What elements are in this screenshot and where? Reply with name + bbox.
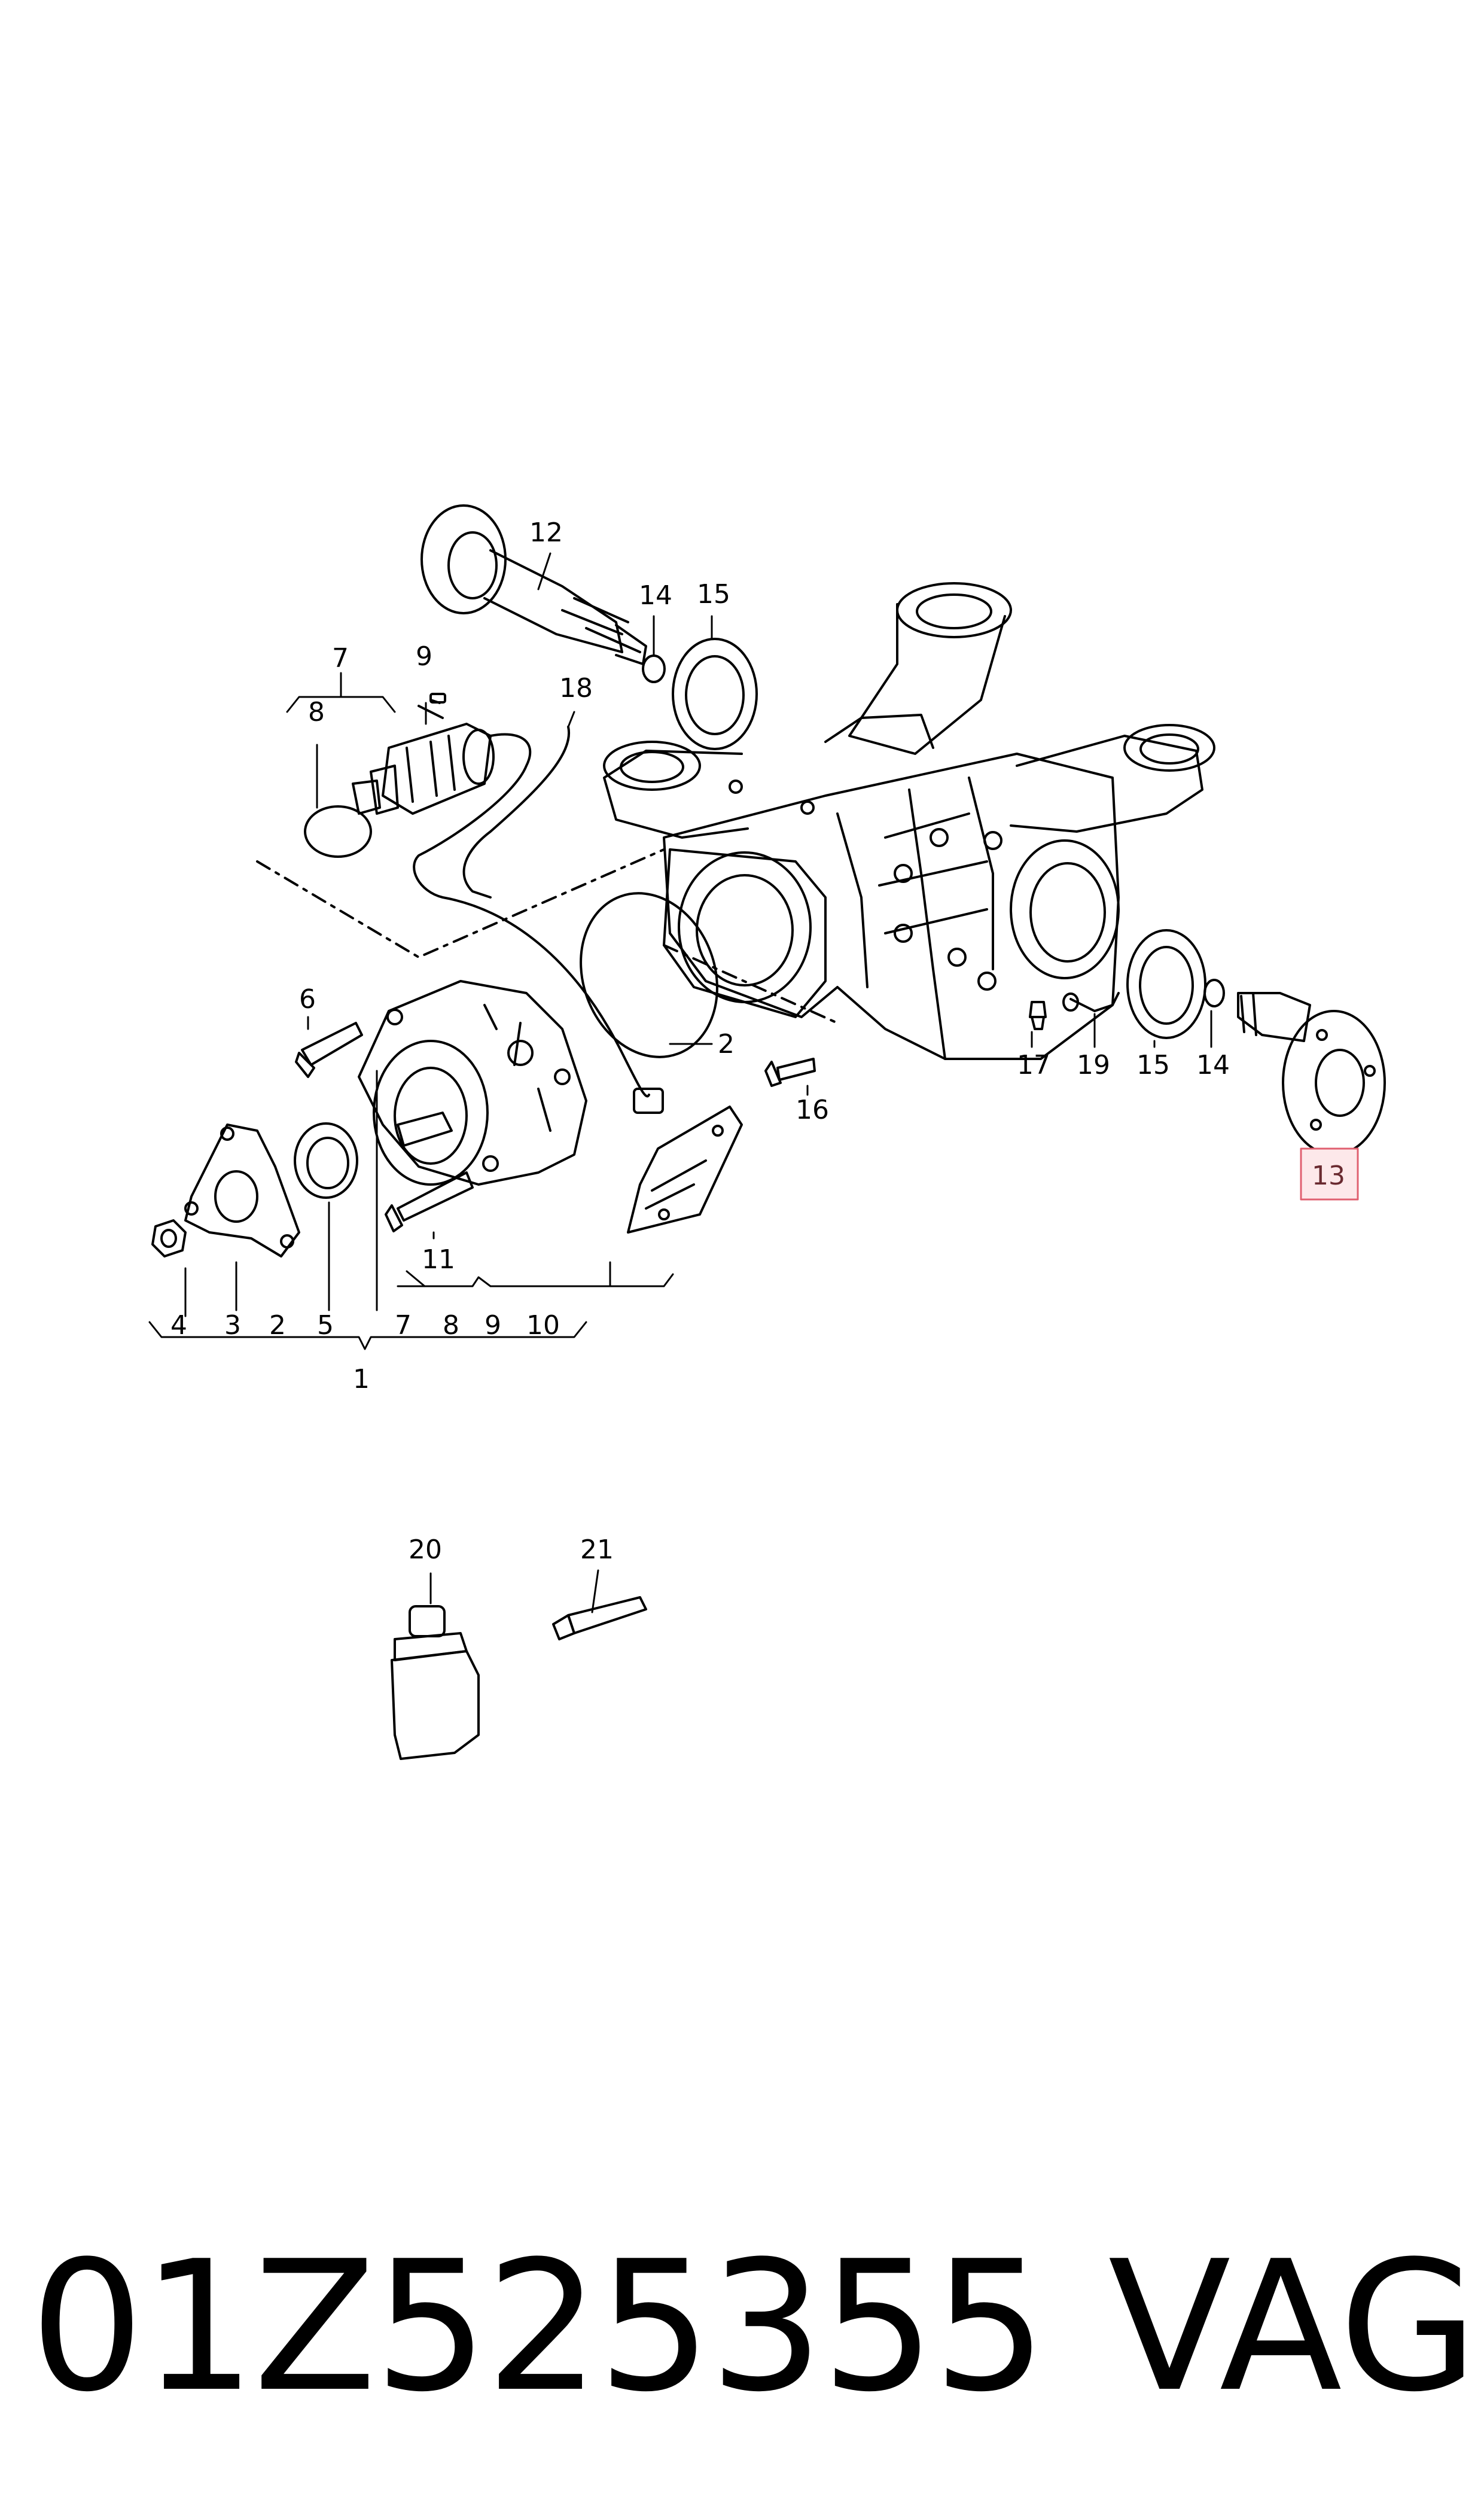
- breather-19: [1062, 992, 1120, 1012]
- callout-19: 19: [1077, 1050, 1110, 1080]
- gasket-2: [580, 892, 718, 1058]
- callout-7-top: 7: [332, 643, 349, 674]
- flange-3: [184, 1123, 300, 1258]
- highlight-box-13: [1300, 1147, 1359, 1201]
- callout-17: 17: [1017, 1050, 1050, 1080]
- callout-1: 1: [353, 1364, 370, 1395]
- bolt-16: [764, 1058, 816, 1087]
- drive-flange-left: [420, 504, 647, 665]
- leader-lines: [148, 552, 1332, 1613]
- callout-21: 21: [580, 1534, 614, 1565]
- footer: 01Z525355 VAG: [0, 2213, 1484, 2441]
- callout-4: 4: [170, 1310, 187, 1341]
- callout-labels: 12 14 15 7 9 18 8 6 2 17 19 15 14 16 13 …: [170, 517, 1345, 1565]
- part-number: 01Z525355: [30, 2222, 1047, 2431]
- circlip-right: [1203, 979, 1225, 1007]
- oil-seal-left: [672, 638, 758, 750]
- callout-14-left: 14: [639, 580, 672, 611]
- o-ring-8: [304, 805, 372, 858]
- callout-2-right: 2: [718, 1029, 735, 1059]
- callout-11: 11: [422, 1244, 455, 1275]
- differential-housing: [603, 582, 1215, 1060]
- callout-18: 18: [559, 673, 593, 704]
- callout-3: 3: [224, 1310, 241, 1341]
- nut-4: [151, 1219, 187, 1258]
- assembly-dashed-lines: [256, 848, 839, 1024]
- callout-10: 10: [526, 1310, 560, 1341]
- callout-13: 13: [1312, 1161, 1345, 1191]
- screw-9: [418, 693, 446, 719]
- callout-7-bottom: 7: [395, 1310, 412, 1341]
- connector-plug: [633, 1088, 664, 1114]
- sealant-tube-21: [552, 1596, 647, 1640]
- pump-motor: [352, 723, 495, 815]
- callout-16: 16: [796, 1095, 829, 1125]
- callout-2-bottom: 2: [269, 1310, 286, 1341]
- oil-seal-right: [1126, 929, 1206, 1039]
- callout-9-top: 9: [416, 641, 432, 672]
- coupling-housing: [358, 980, 587, 1186]
- callout-6: 6: [299, 984, 316, 1015]
- callout-14-right: 14: [1196, 1050, 1230, 1080]
- drive-flange-right: [1237, 992, 1386, 1156]
- callout-12: 12: [529, 517, 563, 548]
- breather-hose-18: [462, 726, 571, 899]
- control-unit-10: [627, 1106, 743, 1234]
- circlip-left: [642, 654, 666, 683]
- hose-upper: [413, 733, 650, 1098]
- callout-8-bottom: 8: [443, 1310, 459, 1341]
- seal-5: [294, 1122, 358, 1199]
- callout-5: 5: [317, 1310, 334, 1341]
- brand-name: VAG: [1108, 2222, 1478, 2431]
- callout-9-bottom: 9: [484, 1310, 501, 1341]
- bolt-6: [295, 1022, 363, 1078]
- bolt-11: [385, 1171, 474, 1232]
- oil-bottle-20: [391, 1605, 480, 1760]
- bolt-17: [1029, 1001, 1047, 1030]
- callout-20: 20: [409, 1534, 442, 1565]
- callout-15-left: 15: [697, 579, 730, 610]
- callout-15-right: 15: [1136, 1050, 1170, 1080]
- callout-8-top: 8: [308, 697, 325, 727]
